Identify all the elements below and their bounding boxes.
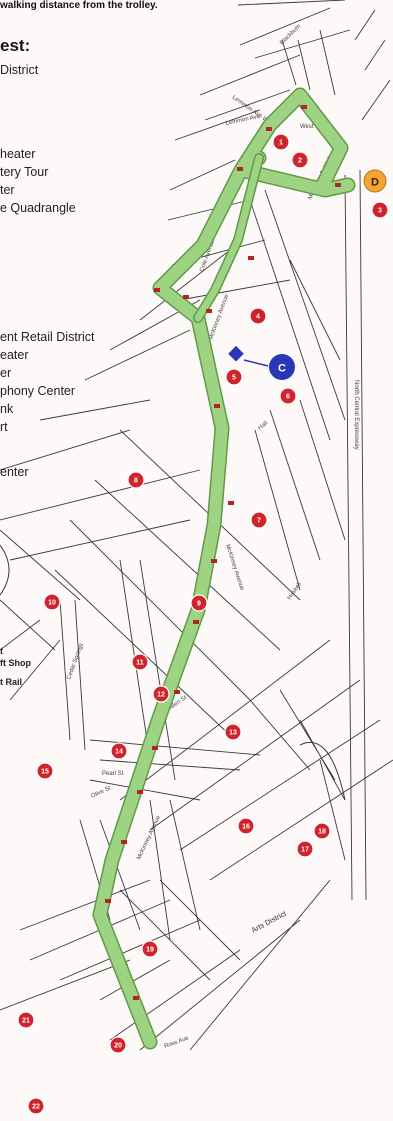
street-label: Ross Ave [164,1035,190,1049]
station-c-marker [228,345,244,362]
attraction-marker[interactable]: 17 [296,840,314,858]
attraction-marker[interactable]: 20 [109,1036,127,1054]
attraction-marker[interactable]: 22 [27,1097,45,1115]
attraction-marker[interactable]: 10 [43,593,61,611]
attraction-marker[interactable]: 1 [272,133,290,151]
attraction-marker[interactable]: 9 [190,594,208,612]
attraction-marker-number: 20 [114,1043,122,1050]
attraction-marker[interactable]: 13 [224,723,242,741]
street-label: Pearl St [102,771,124,777]
street-label: McKinney Avenue [136,814,162,861]
attraction-marker-number: 6 [286,394,290,401]
attraction-marker[interactable]: 8 [127,471,145,489]
poi-label: ter [0,183,15,197]
poi-label: District [0,63,39,77]
poi-label: enter [0,465,29,479]
poi-label: t [0,646,3,656]
poi-label: er [0,366,12,380]
attraction-marker-number: 5 [232,375,236,382]
poi-label: heater [0,147,36,161]
attraction-marker[interactable]: 5 [225,368,243,386]
attraction-marker-number: 1 [279,140,283,147]
street-label: McKinney Avenue [224,544,245,592]
poi-label: t Rail [0,677,23,687]
trolley-route-path [92,87,356,1050]
street-label: Hall [257,420,269,431]
attraction-marker[interactable]: 12 [152,685,170,703]
attraction-marker[interactable]: 18 [313,822,331,840]
poi-label: phony Center [0,384,76,398]
street-label: Arts District [250,908,289,934]
attraction-marker[interactable]: 6 [279,387,297,405]
attraction-marker[interactable]: 21 [17,1011,35,1029]
poi-label: eater [0,348,29,362]
poi-label: e Quadrangle [0,201,76,215]
attraction-marker[interactable]: 2 [291,151,309,169]
attraction-marker[interactable]: 11 [131,653,149,671]
poi-label: nk [0,402,14,416]
poi-label: rt [0,420,8,434]
attraction-marker[interactable]: 15 [36,762,54,780]
street-label: Haskell [287,582,303,602]
attraction-marker[interactable]: 16 [237,817,255,835]
attraction-marker[interactable]: 4 [249,307,267,325]
attraction-marker[interactable]: 7 [250,511,268,529]
trolley-route [92,87,356,1050]
attraction-marker-number: 7 [257,518,261,525]
svg-text:C: C [278,363,286,375]
poi-label: tery Tour [0,165,49,179]
station-d[interactable]: D [363,169,387,193]
attraction-marker-number: 9 [197,601,201,608]
attraction-marker-number: 17 [301,847,309,854]
svg-text:D: D [371,177,379,189]
attraction-marker-number: 12 [157,692,165,699]
attraction-marker[interactable]: 14 [110,742,128,760]
attraction-marker-number: 16 [242,824,250,831]
attraction-marker-number: 15 [41,769,49,776]
street-label: Olive St [90,785,112,799]
street-label: Cedar Springs [66,643,85,681]
attraction-marker-number: 3 [378,208,382,215]
attraction-marker-number: 18 [318,829,326,836]
attraction-marker-number: 21 [22,1018,30,1025]
poi-label: ft Shop [0,658,31,668]
attraction-marker-number: 2 [298,158,302,165]
attraction-marker-number: 11 [136,660,144,667]
attraction-marker-number: 4 [256,314,260,321]
attraction-marker-number: 19 [146,947,154,954]
poi-label: ent Retail District [0,330,95,344]
trolley-route-inner-fill [194,154,263,322]
trolley-route-path-fill [94,89,354,1048]
attraction-marker-number: 8 [134,478,138,485]
attraction-marker[interactable]: 19 [141,940,159,958]
attraction-marker-number: 22 [32,1104,40,1111]
attraction-marker-number: 14 [115,749,123,756]
street-grid [0,0,393,1051]
street-label: North Central Expressway [353,380,359,450]
top-note: walking distance from the trolley. [0,0,158,11]
attraction-marker-number: 13 [229,730,237,737]
station-c[interactable]: C [269,354,295,380]
station-c-connector [243,359,269,367]
trolley-stops [105,105,341,1000]
attraction-marker-number: 10 [48,600,56,607]
attraction-marker[interactable]: 3 [371,201,389,219]
legend-heading: est: [0,36,31,55]
